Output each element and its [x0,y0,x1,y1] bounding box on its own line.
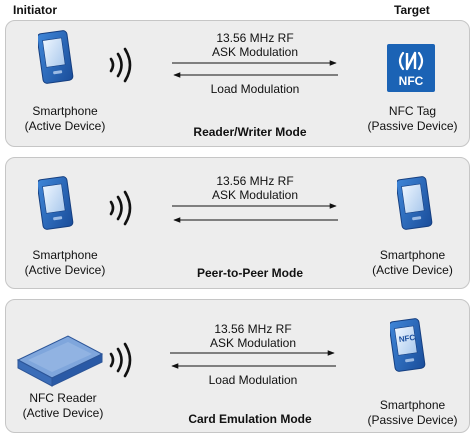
forward-message-line2: ASK Modulation [211,45,299,59]
forward-message-line1: 13.56 MHz RF [214,322,292,336]
mode-title: Reader/Writer Mode [193,125,307,139]
backward-arrow [173,72,338,78]
forward-message-line2: ASK Modulation [211,188,299,202]
initiator-label-line2: (Active Device) [24,119,106,133]
rf-waves-icon [107,340,137,380]
target-label-line2: (Active Device) [372,263,453,277]
panel-peer-to-peer [5,157,470,289]
target-label-line2: (Passive Device) [367,413,458,427]
mode-title: Peer-to-Peer Mode [196,266,304,280]
backward-message: Load Modulation [210,82,300,96]
forward-arrow [172,203,337,209]
target-label-line1: NFC Tag [388,104,437,118]
rf-waves-icon [107,45,137,85]
smartphone-icon [390,318,426,372]
smartphone-icon [38,176,74,230]
target-label-line2: (Passive Device) [367,119,458,133]
forward-message-line1: 13.56 MHz RF [216,174,294,188]
forward-message-line1: 13.56 MHz RF [216,31,294,45]
nfc-reader-icon [16,335,104,387]
initiator-label-line2: (Active Device) [24,263,106,277]
initiator-label-line2: (Active Device) [22,406,104,420]
mode-title: Card Emulation Mode [188,412,312,426]
target-header: Target [394,3,430,17]
initiator-label-line1: NFC Reader [29,391,97,405]
forward-arrow [170,350,335,356]
initiator-header: Initiator [13,3,57,17]
target-label-line1: Smartphone [379,248,446,262]
rf-waves-icon [107,188,137,228]
initiator-label-line1: Smartphone [32,104,98,118]
nfc-smartphone-icon: NFC [390,318,426,372]
forward-arrow [172,60,337,66]
backward-arrow [173,217,338,223]
backward-arrow [171,363,336,369]
nfc-logo-icon [396,49,426,73]
nfc-tag-text: NFC [398,74,424,88]
smartphone-icon [38,30,74,84]
target-label-line1: Smartphone [379,398,446,412]
forward-message-line2: ASK Modulation [209,336,297,350]
smartphone-icon [397,176,433,230]
nfc-tag-icon: NFC [387,44,435,92]
backward-message: Load Modulation [208,373,298,387]
initiator-label-line1: Smartphone [32,248,98,262]
